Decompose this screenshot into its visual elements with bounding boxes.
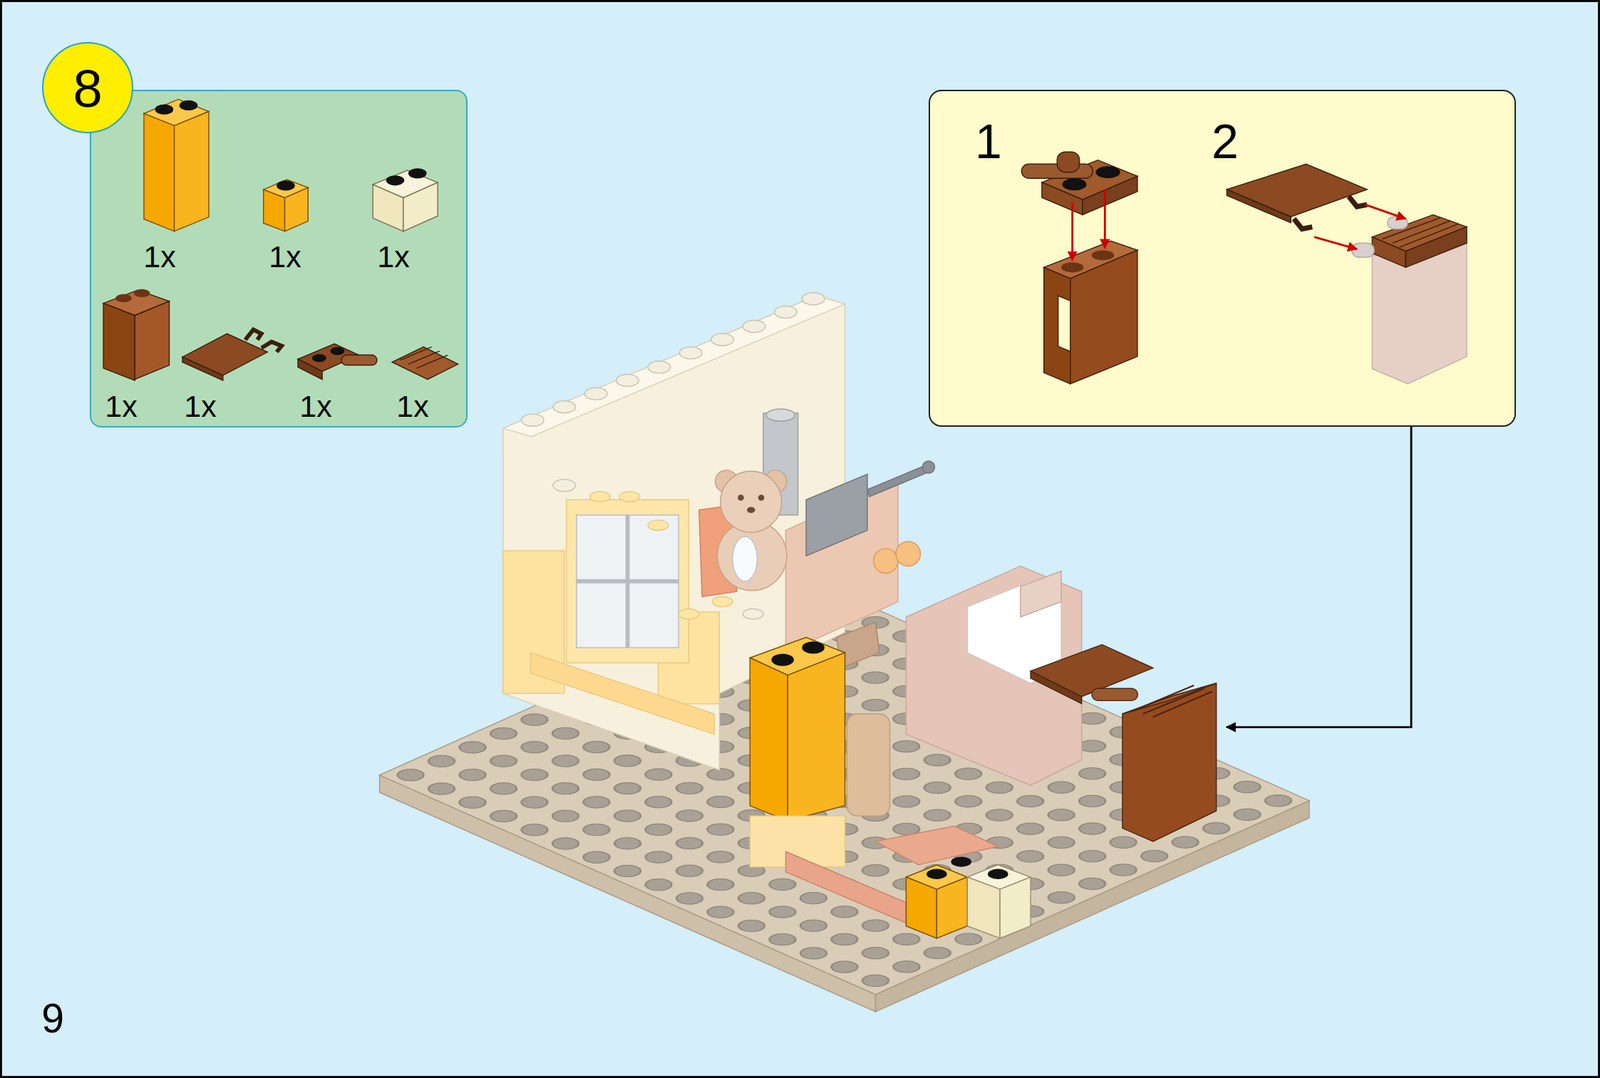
part-quantity: 1x: [377, 241, 410, 273]
substep-number: 1: [974, 116, 1003, 166]
part-quantity: 1x: [299, 391, 332, 422]
parts-list-panel: 1x 1x 1x 1x 1x 1x 1x: [89, 89, 468, 428]
part-quantity: 1x: [183, 391, 216, 422]
sub-assembly-callout: 12: [928, 89, 1516, 427]
part-quantity: 1x: [268, 241, 301, 273]
page-number: 9: [41, 998, 65, 1040]
substep-number: 2: [1211, 116, 1239, 166]
step-number-badge: 8: [42, 42, 134, 134]
part-quantity: 1x: [104, 391, 137, 422]
step-number: 8: [72, 62, 102, 116]
part-quantity: 1x: [396, 391, 429, 422]
part-quantity: 1x: [143, 241, 176, 273]
